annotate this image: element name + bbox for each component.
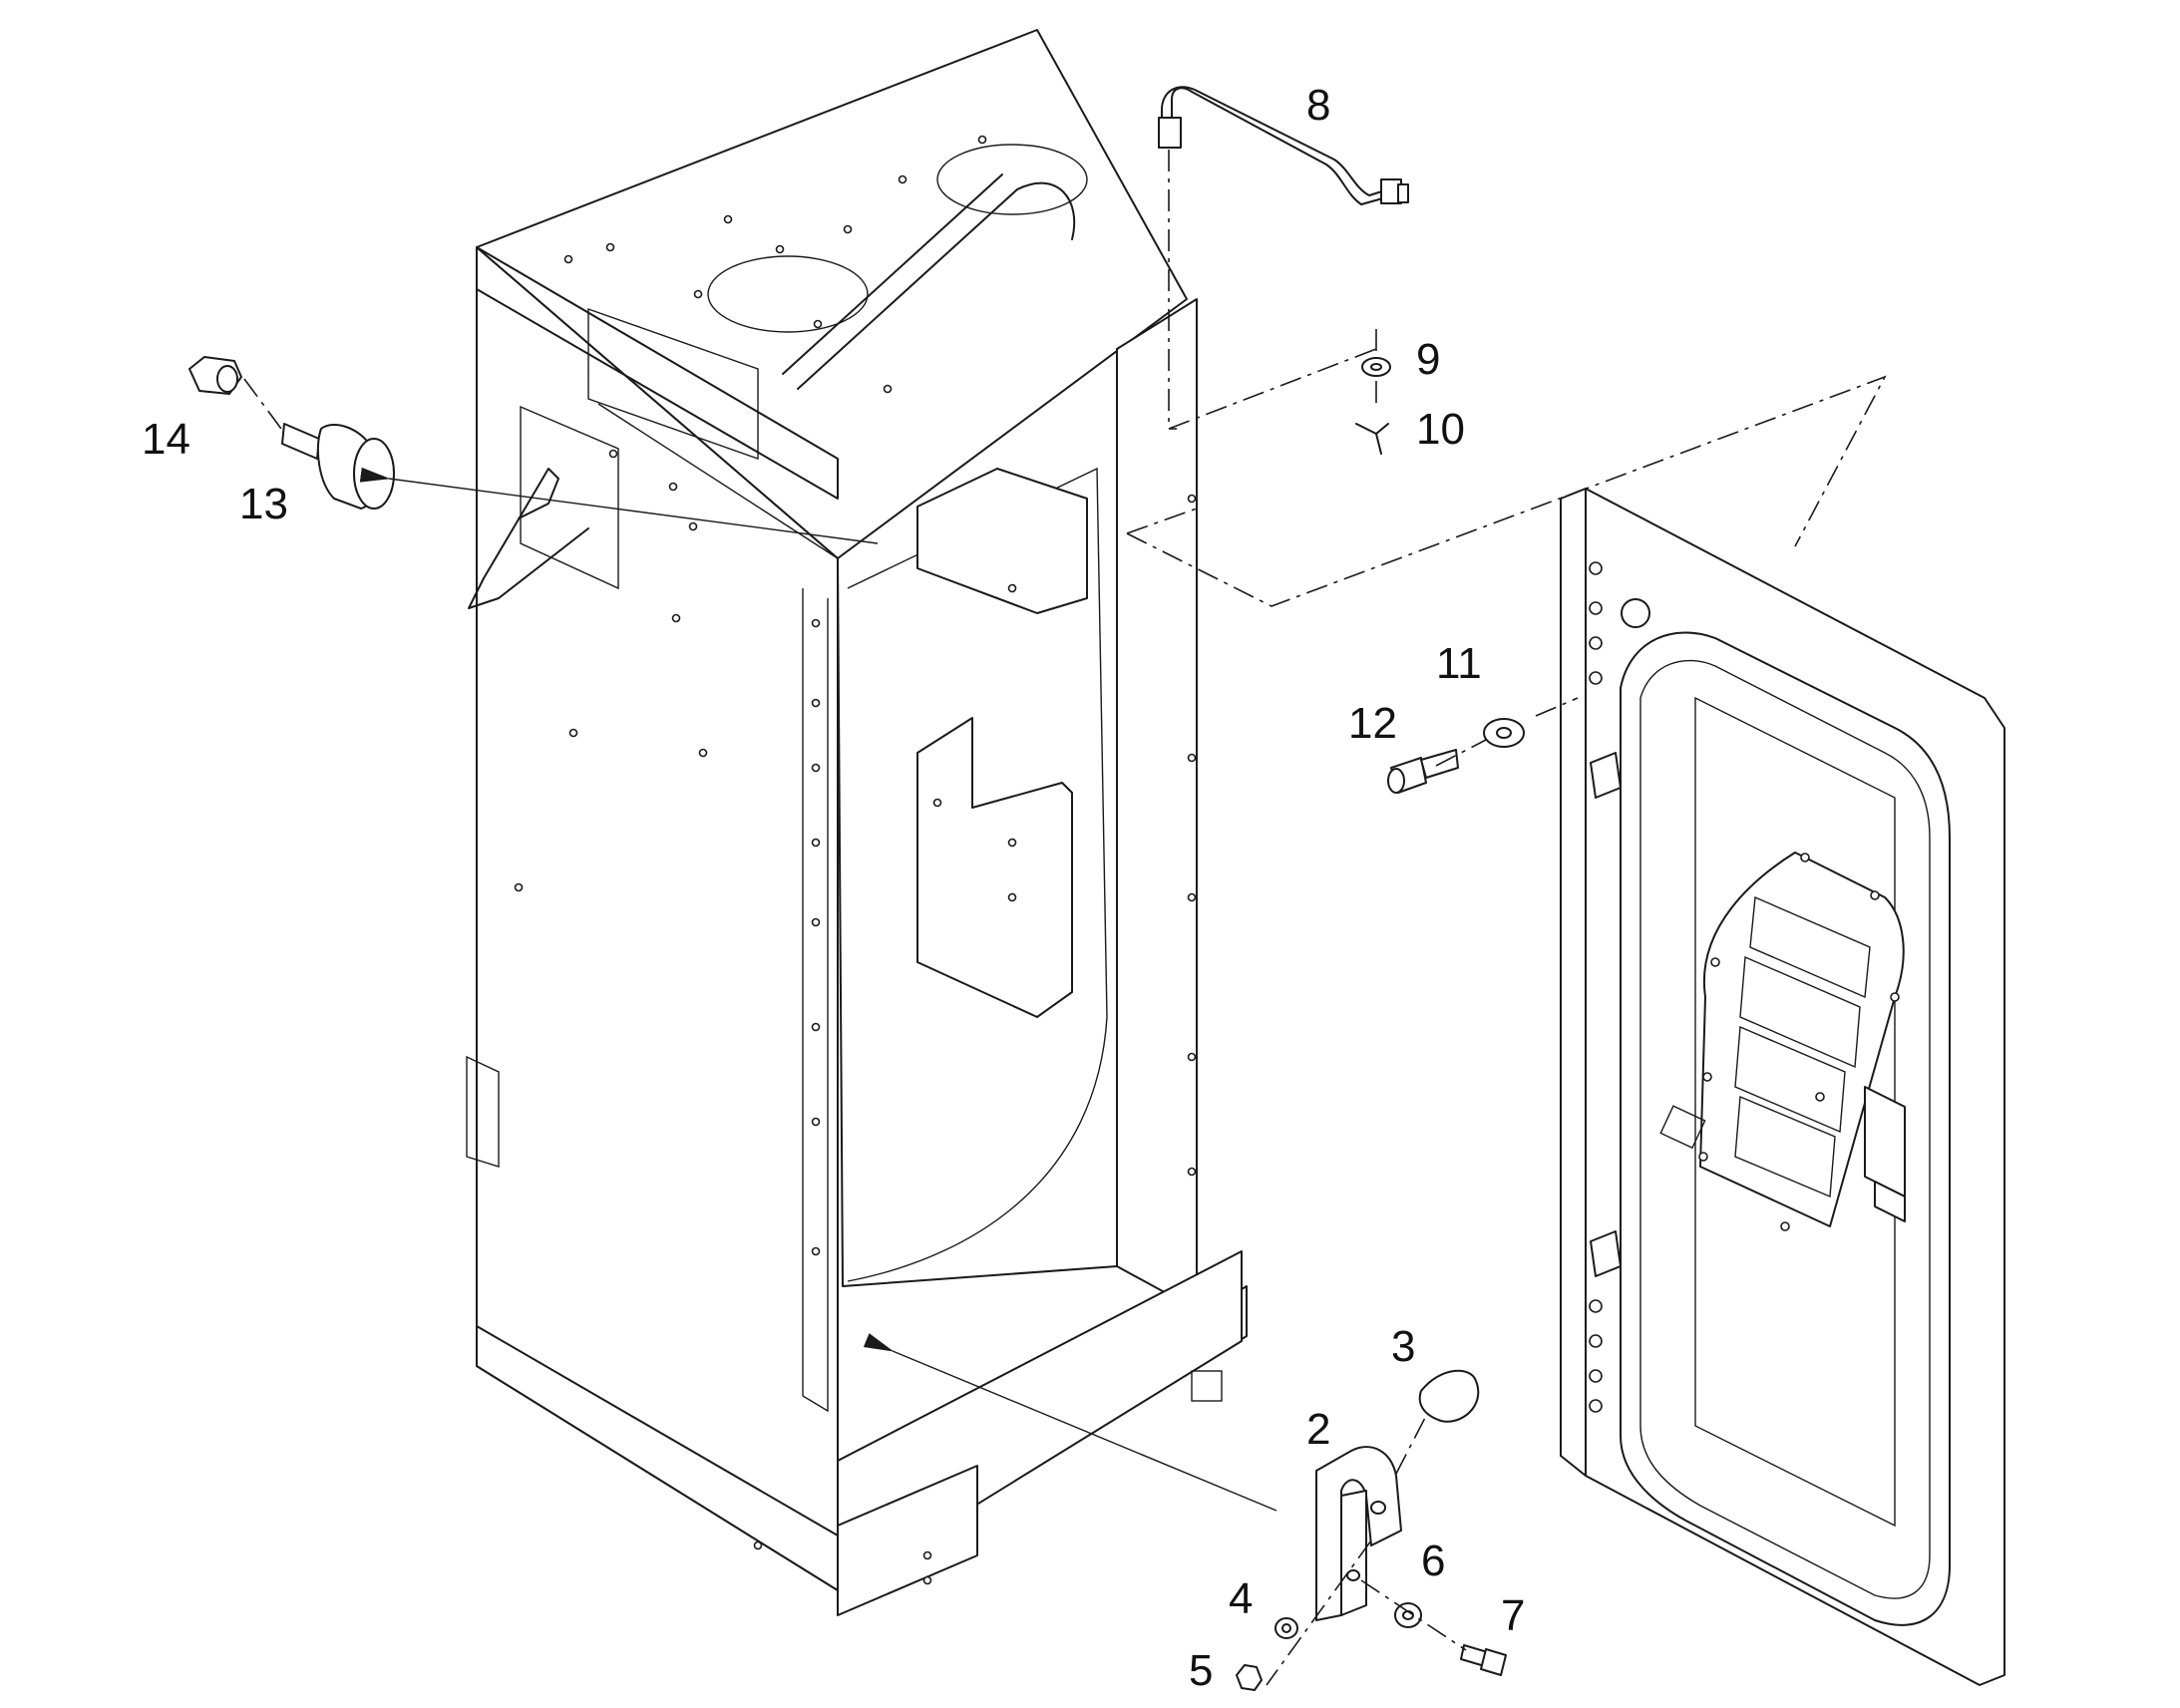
callout-11: 11 bbox=[1436, 639, 1482, 688]
part-7-bolt bbox=[1460, 1644, 1507, 1676]
callout-14: 14 bbox=[142, 415, 190, 464]
part-8-rod bbox=[1158, 86, 1409, 205]
part-3-cap bbox=[1418, 1369, 1480, 1423]
callout-8: 8 bbox=[1306, 81, 1330, 130]
callout-3: 3 bbox=[1391, 1322, 1415, 1371]
part-10-pin bbox=[1355, 423, 1389, 455]
part-2-bracket bbox=[1315, 1446, 1402, 1621]
callout-6: 6 bbox=[1421, 1537, 1445, 1585]
part-9-washer bbox=[1361, 357, 1391, 377]
callout-9: 9 bbox=[1416, 335, 1440, 384]
part-14-nut bbox=[188, 356, 242, 395]
frame-holes bbox=[514, 135, 1197, 1585]
part-5-nut bbox=[1236, 1664, 1263, 1691]
leader-lines bbox=[243, 150, 1887, 1686]
part-4-washer bbox=[1274, 1617, 1298, 1639]
callout-labels: 8 9 10 11 12 13 14 3 2 4 5 6 7 bbox=[142, 81, 1525, 1695]
callout-5: 5 bbox=[1189, 1646, 1213, 1695]
part-13-knob bbox=[281, 423, 395, 510]
callout-12: 12 bbox=[1348, 699, 1397, 748]
cab-frame bbox=[466, 29, 1248, 1616]
cab-door bbox=[1560, 488, 2005, 1686]
callout-10: 10 bbox=[1416, 405, 1465, 454]
callout-2: 2 bbox=[1306, 1405, 1330, 1454]
callout-7: 7 bbox=[1501, 1591, 1525, 1640]
part-6-washer bbox=[1394, 1602, 1422, 1628]
callout-4: 4 bbox=[1229, 1574, 1253, 1623]
part-12-bolt bbox=[1387, 749, 1459, 794]
part-11-washer bbox=[1483, 718, 1525, 748]
callout-13: 13 bbox=[239, 480, 288, 528]
